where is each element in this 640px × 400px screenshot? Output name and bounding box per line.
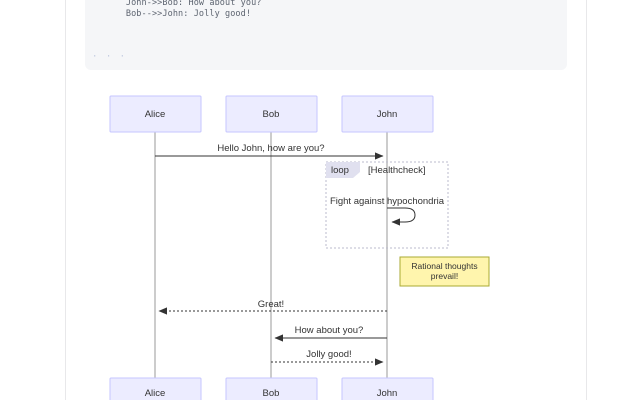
message-5-label: Jolly good! — [306, 349, 351, 360]
actor-top-bob-label: Bob — [263, 109, 280, 120]
actor-bottom-alice-box — [109, 377, 202, 400]
note-line-2: prevail! — [431, 271, 458, 281]
message-how-about-you[interactable]: How about you? — [274, 325, 387, 342]
mermaid-source-code-text: John->>John: Fight against hypochondria … — [125, 0, 262, 19]
actor-top-alice[interactable]: Alice — [109, 95, 202, 133]
loop-label-tab — [326, 162, 360, 178]
actor-bottom-john-box — [341, 377, 434, 400]
actor-boxes-bottom: Alice Bob John — [109, 377, 434, 400]
actor-bottom-john[interactable]: John — [341, 377, 434, 400]
actor-top-alice-box — [109, 95, 202, 133]
message-fight-against-hypochondria[interactable]: Fight against hypochondria — [330, 196, 445, 226]
message-hello-john-how-are-you[interactable]: Hello John, how are you? — [155, 143, 384, 160]
actor-bottom-john-label: John — [377, 388, 398, 399]
actor-top-john-label: John — [377, 109, 398, 120]
actor-bottom-bob-label: Bob — [263, 388, 280, 399]
actor-bottom-alice[interactable]: Alice — [109, 377, 202, 400]
message-2-label: Fight against hypochondria — [330, 196, 445, 207]
code-overflow-ellipsis: · · · — [92, 52, 127, 62]
loop-frame-box — [325, 161, 449, 249]
actor-bottom-bob-box — [225, 377, 318, 400]
message-3-label: Great! — [258, 299, 284, 310]
actor-bottom-alice-label: Alice — [145, 388, 166, 399]
message-1-label: Hello John, how are you? — [217, 143, 324, 154]
actor-boxes-top: Alice Bob John — [109, 95, 434, 133]
actor-top-bob-box — [225, 95, 318, 133]
actor-bottom-bob[interactable]: Bob — [225, 377, 318, 400]
loop-condition: [Healthcheck] — [368, 165, 426, 176]
left-column-divider — [65, 0, 66, 400]
right-column-divider — [586, 0, 587, 400]
loop-fragment[interactable]: loop [Healthcheck] — [325, 161, 449, 249]
loop-keyword: loop — [331, 165, 349, 176]
mermaid-source-code-block[interactable]: John->>John: Fight against hypochondria … — [85, 0, 567, 70]
note-rational-thoughts-prevail[interactable]: Rational thoughts prevail! — [399, 256, 490, 287]
message-great[interactable]: Great! — [158, 299, 387, 315]
note-line-1: Rational thoughts — [411, 261, 477, 271]
actor-top-john[interactable]: John — [341, 95, 434, 133]
message-4-label: How about you? — [295, 325, 364, 336]
actor-top-alice-label: Alice — [145, 109, 166, 120]
actor-top-john-box — [341, 95, 434, 133]
message-jolly-good[interactable]: Jolly good! — [271, 349, 384, 366]
actor-top-bob[interactable]: Bob — [225, 95, 318, 133]
message-2-self-loop — [387, 207, 416, 226]
note-box — [399, 256, 490, 287]
